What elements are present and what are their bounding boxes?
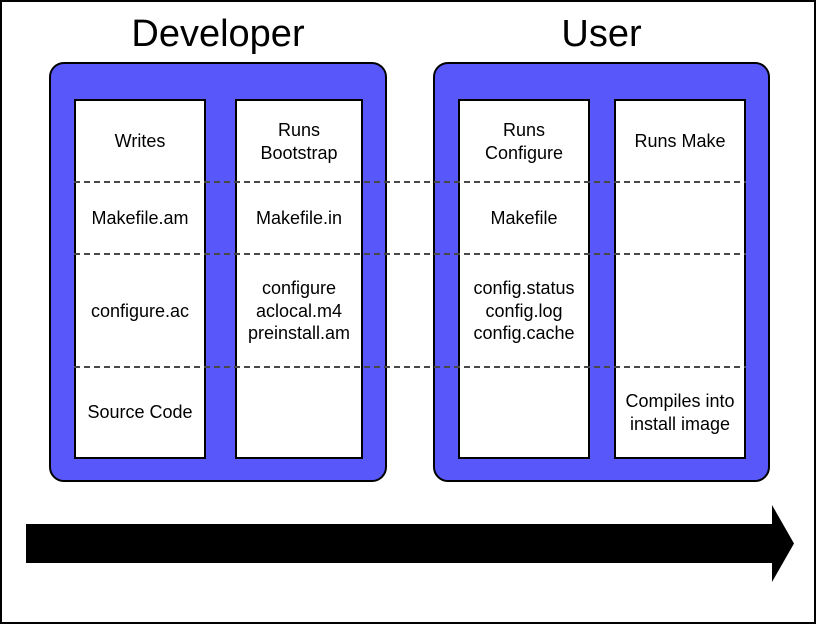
- user-configure-column: Runs Configure Makefile config.status co…: [458, 99, 590, 459]
- developer-bootstrap-column: Runs Bootstrap Makefile.in configure acl…: [235, 99, 363, 459]
- diagram-cell: [237, 368, 361, 457]
- diagram-cell: Makefile: [490, 207, 558, 228]
- diagram-cell: Runs Bootstrap: [260, 119, 338, 163]
- diagram-cell: Source Code: [87, 402, 193, 423]
- flow-arrow: [26, 505, 794, 582]
- diagram-cell: configure aclocal.m4 preinstall.am: [247, 277, 351, 344]
- diagram-cell: Makefile.in: [255, 207, 343, 228]
- diagram-cell: configure.ac: [90, 300, 190, 321]
- diagram-cell: [616, 254, 744, 368]
- diagram-cell: config.status config.log config.cache: [473, 277, 575, 344]
- user-panel: Runs Configure Makefile config.status co…: [433, 62, 770, 482]
- right-arrow-icon: [26, 505, 794, 582]
- developer-title: Developer: [131, 13, 305, 55]
- diagram-cell: Runs Make: [634, 131, 726, 152]
- user-make-column: Runs Make Compiles into install image: [614, 99, 746, 459]
- diagram-cell: Writes: [114, 131, 166, 152]
- diagram-cell: [460, 368, 588, 457]
- developer-panel: Writes Makefile.am configure.ac Source C…: [49, 62, 387, 482]
- diagram-cell: Makefile.am: [91, 207, 189, 228]
- diagram-cell: Runs Configure: [484, 119, 564, 163]
- diagram-cell: Compiles into install image: [625, 390, 735, 434]
- diagram-cell: [616, 182, 744, 254]
- user-title: User: [561, 13, 642, 55]
- developer-writes-column: Writes Makefile.am configure.ac Source C…: [74, 99, 206, 459]
